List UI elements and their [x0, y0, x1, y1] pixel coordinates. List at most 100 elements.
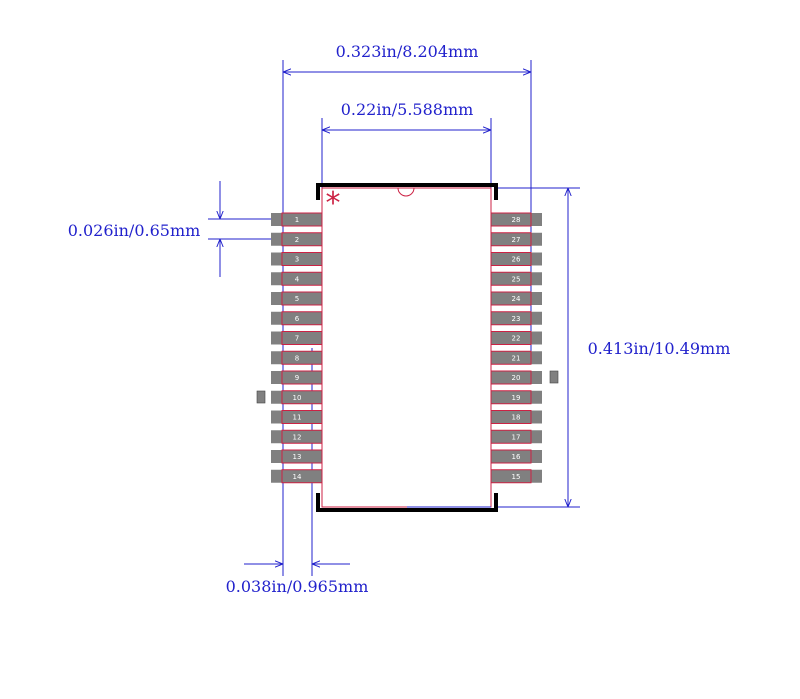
pad-shape	[271, 311, 322, 325]
pad-outline	[281, 469, 323, 484]
pad-left: 3	[271, 252, 323, 266]
package-body-outline	[321, 187, 492, 508]
pad-right: 18	[490, 410, 542, 424]
pad-outline	[490, 469, 532, 484]
pad-right: 15	[490, 469, 542, 484]
pad-shape	[491, 371, 542, 384]
pin-number: 26	[512, 256, 521, 264]
pad-shape	[491, 450, 542, 463]
pad-outline	[490, 271, 532, 286]
pad-outline	[490, 291, 532, 306]
pad-left: 10	[271, 390, 323, 405]
pin-number: 5	[295, 295, 299, 303]
pad-shape	[271, 213, 322, 226]
overall-width-label: 0.323in/8.204mm	[336, 42, 479, 61]
pad-outline	[490, 331, 532, 345]
pad-shape	[271, 252, 322, 266]
pin-number: 23	[512, 315, 521, 323]
pin-number: 8	[295, 354, 299, 362]
right-fiducial	[549, 370, 559, 384]
pad-shape	[271, 371, 322, 384]
pad-outline	[281, 252, 323, 266]
pad-outline	[281, 311, 323, 326]
pin-number: 3	[295, 256, 299, 264]
pin-number: 4	[295, 275, 300, 283]
pad-right: 23	[490, 311, 542, 326]
pad-outline	[490, 410, 532, 424]
pin-number: 1	[295, 216, 299, 224]
pin-number: 9	[295, 374, 299, 382]
pad-shape	[271, 430, 322, 444]
pin-number: 27	[512, 236, 521, 244]
pad-shape	[271, 390, 322, 404]
pad-outline	[281, 370, 323, 385]
pin-number: 18	[512, 414, 521, 422]
pad-outline	[281, 232, 323, 247]
pad-outline	[490, 252, 532, 266]
pad-shape	[491, 469, 542, 483]
height-label: 0.413in/10.49mm	[588, 339, 731, 358]
pad-right: 20	[490, 370, 542, 385]
pad-right: 24	[490, 291, 542, 306]
pad-width-dimension: 0.038in/0.965mm	[226, 348, 368, 596]
pad-shape	[491, 292, 542, 305]
pitch-label: 0.026in/0.65mm	[68, 221, 201, 240]
pad-outline	[490, 232, 532, 247]
pad-outline	[281, 212, 323, 227]
pad-shape	[491, 390, 542, 404]
pin-number: 28	[512, 216, 521, 224]
pad-shape	[491, 351, 542, 365]
pad-outline	[281, 429, 323, 444]
pin-number: 2	[295, 236, 299, 244]
pad-left: 2	[271, 232, 323, 247]
pad-left: 4	[271, 271, 323, 286]
pad-shape	[491, 213, 542, 226]
pin-number: 13	[293, 453, 302, 461]
pin-number: 7	[295, 335, 299, 343]
pad-shape	[491, 311, 542, 325]
pad-shape	[271, 331, 322, 345]
pad-right: 28	[490, 212, 542, 227]
pin-number: 22	[512, 335, 521, 343]
silkscreen-outline	[316, 183, 498, 512]
pad-outline	[281, 271, 323, 286]
pad-outline	[281, 410, 323, 424]
pad-shape	[491, 430, 542, 444]
pad-outline	[490, 429, 532, 444]
pad-left: 6	[271, 311, 323, 326]
pad-shape	[271, 272, 322, 286]
pad-left: 13	[271, 449, 323, 464]
pad-left: 12	[271, 429, 323, 444]
pin-number: 15	[512, 473, 521, 481]
pad-left: 14	[271, 469, 323, 484]
pad-left: 11	[271, 410, 323, 424]
pad-right: 16	[490, 449, 542, 464]
body-width-label: 0.22in/5.588mm	[341, 100, 474, 119]
pad-outline	[490, 449, 532, 464]
pin-number: 19	[512, 394, 521, 402]
pin-number: 16	[512, 453, 521, 461]
pitch-dimension: 0.026in/0.65mm	[68, 181, 300, 277]
pad-outline	[490, 370, 532, 385]
pad-shape	[491, 252, 542, 266]
pad-right: 19	[490, 390, 542, 405]
pin-number: 6	[295, 315, 300, 323]
pad-right: 22	[490, 331, 542, 345]
pad-shape	[491, 410, 542, 424]
pin1-marker: *	[326, 186, 341, 221]
body-width-dimension: 0.22in/5.588mm	[321, 100, 492, 190]
pad-outline	[281, 449, 323, 464]
pad-outline	[490, 212, 532, 227]
pin-number: 21	[512, 354, 521, 362]
pad-left: 8	[271, 350, 323, 365]
left-fiducial	[256, 390, 266, 404]
pad-shape	[271, 469, 322, 483]
pad-outline	[281, 390, 323, 405]
pin-number: 20	[512, 374, 521, 382]
pin1-notch	[397, 187, 415, 197]
pad-shape	[271, 232, 322, 246]
pad-shape	[491, 232, 542, 246]
pad-left: 5	[271, 291, 323, 306]
pad-outline	[281, 331, 323, 345]
